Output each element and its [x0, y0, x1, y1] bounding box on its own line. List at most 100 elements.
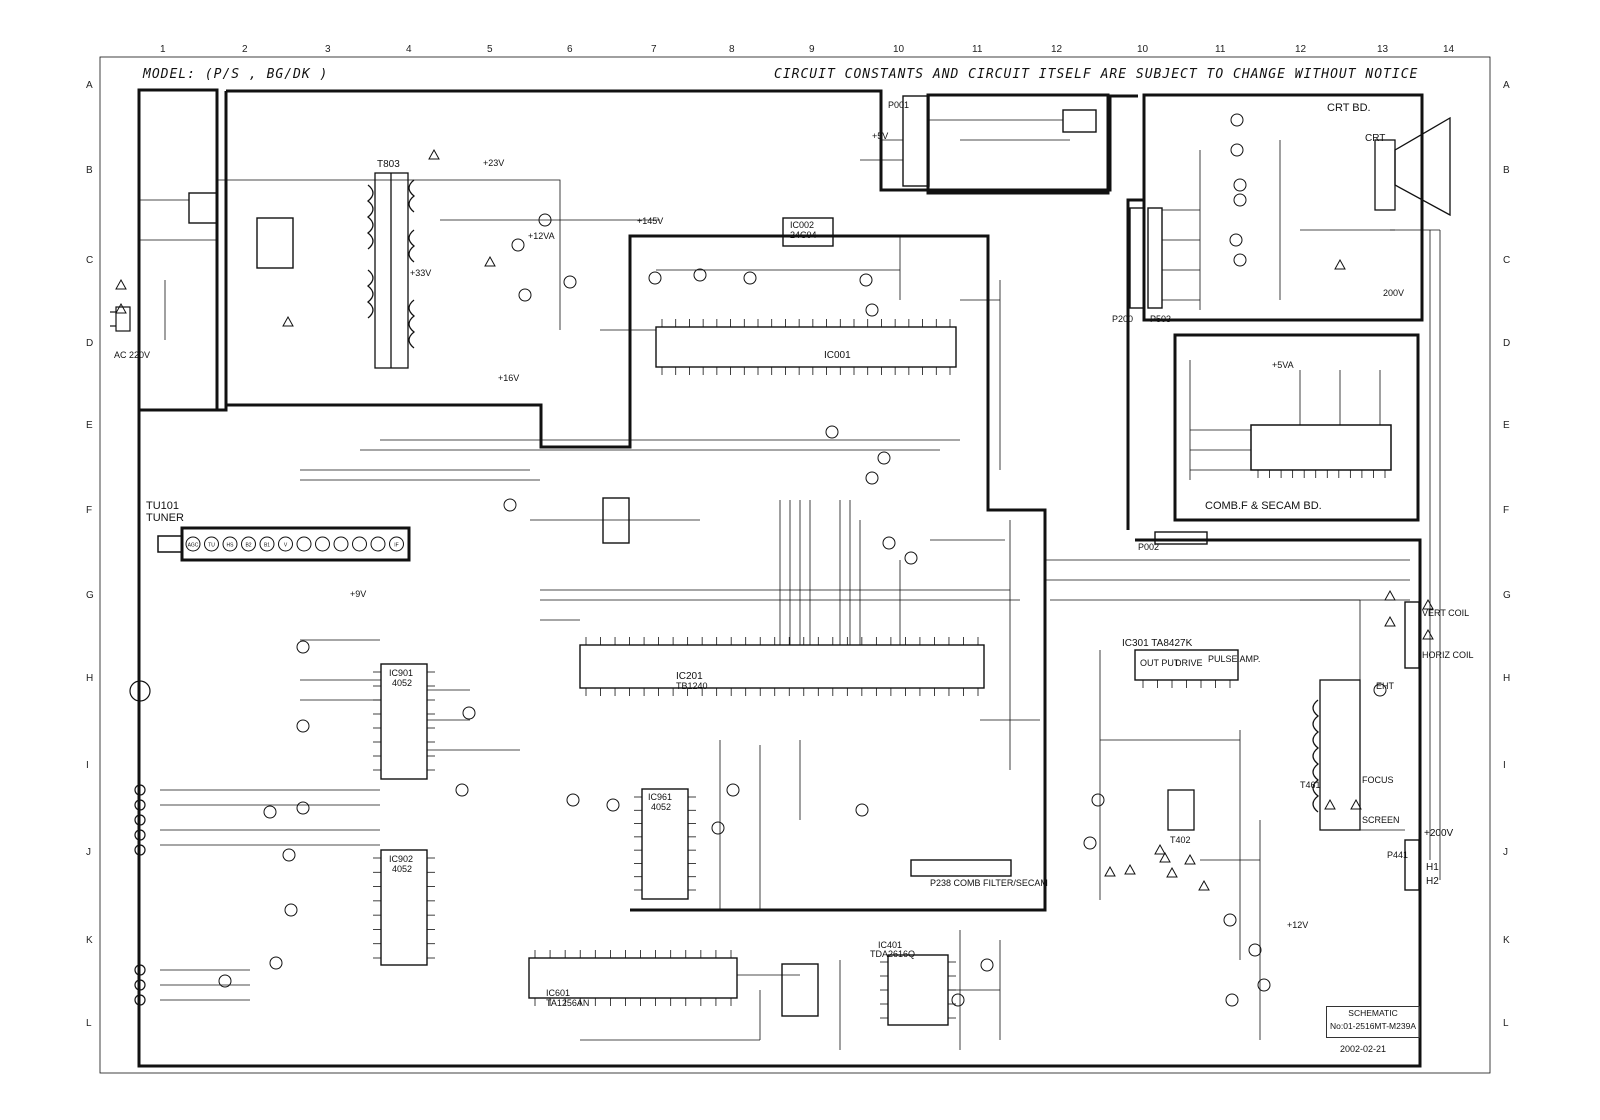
transistor-symbol: [1233, 253, 1247, 267]
notice-label: CIRCUIT CONSTANTS AND CIRCUIT ITSELF ARE…: [774, 67, 1419, 82]
p002-label: P002: [1138, 542, 1160, 552]
transistor-symbol: [269, 956, 283, 970]
ic901-body: [380, 663, 428, 780]
transistor-symbol: [462, 706, 476, 720]
warning-triangle-icon: [1334, 258, 1346, 270]
fbt-coils: [1312, 699, 1320, 813]
transistor-symbol: [282, 848, 296, 862]
transistor-symbol: [904, 551, 918, 565]
warning-triangle-icon: [1198, 879, 1210, 891]
transistor-symbol: [711, 821, 725, 835]
crt-board-label: CRT BD.: [1327, 102, 1371, 114]
rail-5v: +5V: [872, 131, 889, 141]
row-right-B: B: [1503, 165, 1510, 176]
row-right-H: H: [1503, 673, 1511, 684]
tuner-box: [180, 526, 411, 562]
ic961-part: 4052: [651, 802, 672, 812]
schematic-title-box: SCHEMATIC No:01-2516MT-M239A: [1326, 1006, 1420, 1038]
row-right-I: I: [1503, 760, 1506, 771]
crt-socket: [1374, 139, 1396, 211]
ic601-part: TA1256AN: [546, 998, 590, 1008]
row-left-G: G: [86, 590, 94, 601]
warning-triangle-icon: [1384, 589, 1396, 601]
rca-jack-icon: [134, 844, 146, 856]
ic901-label: IC901: [389, 668, 414, 678]
transistors: [218, 113, 1387, 1007]
p001-label: P001: [888, 100, 910, 110]
tuner-pin-label: B1: [264, 543, 270, 549]
transistor-symbol: [1230, 143, 1244, 157]
row-right-G: G: [1503, 590, 1511, 601]
rca-jack-icon: [134, 829, 146, 841]
tuner-pin-label: B2: [245, 543, 251, 549]
transistor-symbol: [726, 783, 740, 797]
rail-12v: +12V: [1287, 920, 1309, 930]
model-label: MODEL: (P/S , BG/DK ): [143, 67, 329, 82]
row-left-B: B: [86, 165, 93, 176]
main-board-bottom: [137, 410, 1422, 1068]
power-input-block: [137, 88, 219, 412]
fbt-body: [1319, 679, 1361, 831]
transistor-symbol: [1223, 913, 1237, 927]
transistor-symbol: [218, 974, 232, 988]
rca-jack-icon: [134, 784, 146, 796]
crt-board-block: [1142, 93, 1424, 322]
t803-secondary-coils: [408, 179, 416, 349]
ic902-part: 4052: [392, 864, 413, 874]
column-15: 12: [1295, 44, 1307, 55]
transistor-symbol: [825, 425, 839, 439]
warning-triangle-icon: [1350, 798, 1362, 810]
row-right-E: E: [1503, 420, 1510, 431]
ic401-body: [887, 954, 949, 1026]
warning-triangle-icon: [484, 255, 496, 267]
ic301-label: IC301 TA8427K: [1122, 638, 1193, 649]
ic201-body: [579, 644, 985, 689]
row-left-D: D: [86, 338, 94, 349]
schematic-date: 2002-02-21: [1340, 1044, 1387, 1054]
transistor-symbol: [1230, 113, 1244, 127]
ic002-label: IC002: [790, 220, 815, 230]
t461-label: T461: [1300, 780, 1321, 790]
vert-coil-label: VERT COIL: [1422, 608, 1470, 618]
warning-triangle-icon: [428, 148, 440, 160]
transistor-symbol: [855, 803, 869, 817]
horiz-coil-label: HORIZ COIL: [1422, 650, 1474, 660]
warning-triangle-icon: [1159, 851, 1171, 863]
relay-box: [188, 192, 218, 224]
p441-connector: [1404, 839, 1420, 891]
ir-receiver: [1062, 109, 1097, 133]
ic601-body: [528, 957, 738, 999]
tuner-pin-label: TU: [208, 543, 215, 549]
ic002-part: 24C04: [790, 230, 817, 240]
row-right-L: L: [1503, 1018, 1509, 1029]
transistor-symbol: [1229, 233, 1243, 247]
t803-primary-coils: [366, 184, 374, 319]
crt-label: CRT: [1365, 133, 1386, 144]
transistor-symbol: [511, 238, 525, 252]
eht-label: EHT: [1376, 681, 1394, 691]
transistor-symbol: [284, 903, 298, 917]
ic001-body: [655, 326, 957, 368]
row-right-D: D: [1503, 338, 1511, 349]
ic902-label: IC902: [389, 854, 414, 864]
warning-triangle-icon: [1124, 863, 1136, 875]
rail-145v: +145V: [637, 216, 664, 226]
main-board-inner-edge: [226, 234, 1047, 912]
ic301-pulse-label: PULSE AMP.: [1208, 654, 1261, 664]
rail-23v: +23V: [483, 158, 505, 168]
ic201-part: TB1240: [676, 681, 708, 691]
t402-body: [1167, 789, 1195, 831]
rca-jack-icon: [134, 799, 146, 811]
safety-warning-icons: [115, 148, 1434, 891]
warning-triangle-icon: [1104, 865, 1116, 877]
warning-triangle-icon: [1422, 628, 1434, 640]
ic902-body: [380, 849, 428, 966]
transistor-symbol: [1091, 793, 1105, 807]
tuner-pin: [204, 536, 219, 552]
tuner-label: TU101: [146, 500, 180, 512]
rail-200v: 200V: [1383, 288, 1405, 298]
ac-label: AC 220V: [114, 350, 151, 360]
warning-triangle-icon: [1422, 598, 1434, 610]
